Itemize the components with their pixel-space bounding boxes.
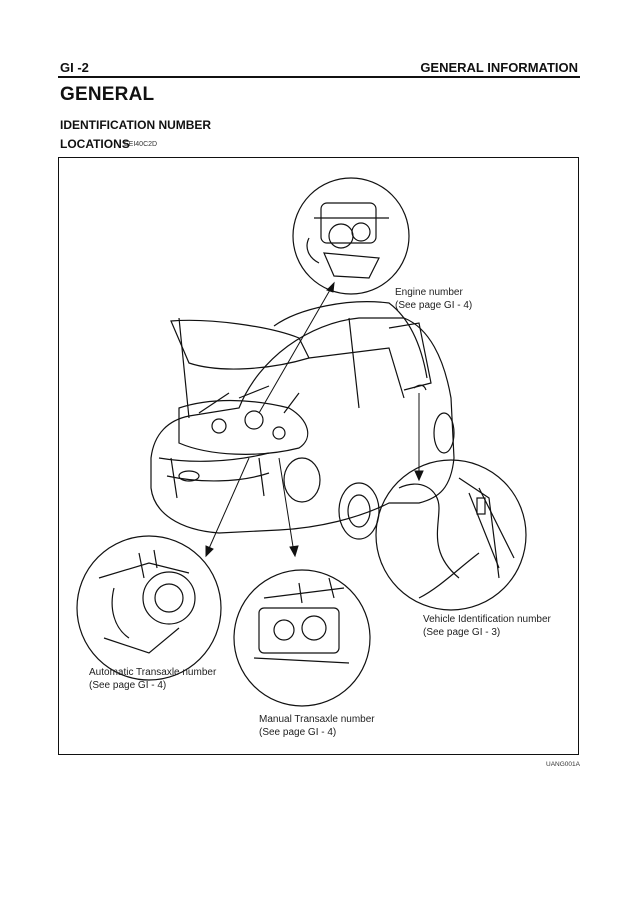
page-id: GI -2 xyxy=(60,60,89,75)
engine-number-label: Engine number (See page GI - 4) xyxy=(395,287,473,311)
auto-leader-line xyxy=(206,457,250,554)
page-title: GENERAL xyxy=(60,84,155,105)
reference-code: EEI40C2D xyxy=(124,141,158,148)
vin-label: Vehicle Identification number (See page … xyxy=(423,614,551,638)
engine-inset xyxy=(292,177,410,295)
vin-inset xyxy=(375,459,527,611)
engine-leader-line xyxy=(258,282,335,414)
figure-illustration xyxy=(76,177,527,707)
identification-figure: Engine number (See page GI - 4) Vehicle … xyxy=(58,157,579,755)
engine-arrowhead xyxy=(326,281,335,293)
automatic-transaxle-label: Automatic Transaxle number (See page GI … xyxy=(89,667,217,691)
manual-arrowhead xyxy=(289,545,299,558)
figure-code: UANG001A xyxy=(546,761,580,768)
manual-leader-line xyxy=(278,457,295,554)
car-drawing xyxy=(150,301,455,540)
section-title: GENERAL INFORMATION xyxy=(420,60,578,75)
manual-transaxle-label: Manual Transaxle number (See page GI - 4… xyxy=(259,714,375,738)
subtitle-line-1: IDENTIFICATION NUMBER xyxy=(60,118,212,132)
manual-transaxle-inset xyxy=(233,569,371,707)
auto-arrowhead xyxy=(205,545,214,558)
header-rule xyxy=(58,76,580,78)
subtitle-line-2: LOCATIONS xyxy=(60,137,130,151)
vin-arrowhead xyxy=(414,470,424,482)
automatic-transaxle-inset xyxy=(76,535,222,681)
